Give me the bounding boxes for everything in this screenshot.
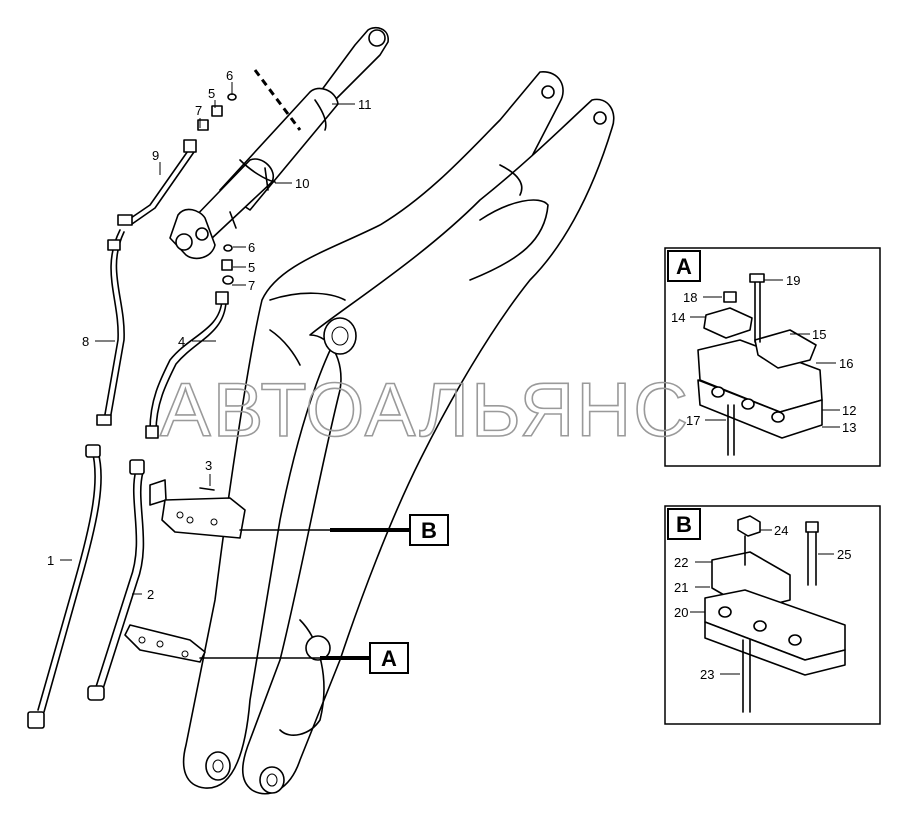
- callout-4: 4: [178, 334, 185, 349]
- detail-label-a-main: A: [369, 642, 409, 674]
- callout-15: 15: [812, 327, 826, 342]
- clamp-group-b: [149, 479, 246, 539]
- callout-22: 22: [674, 555, 688, 570]
- callout-1: 1: [47, 553, 54, 568]
- svg-text:A: A: [381, 646, 397, 671]
- callout-21: 21: [674, 580, 688, 595]
- callout-25: 25: [837, 547, 851, 562]
- callout-13: 13: [842, 420, 856, 435]
- watermark-text: АВТОАЛЬЯНС: [160, 368, 690, 453]
- clamp-group-a: [124, 624, 206, 663]
- callout-11: 11: [358, 97, 372, 112]
- callout-23: 23: [700, 667, 714, 682]
- callout-numbers: 1 2 3 4 5 5 6 6 7 7 8 9 10 11 12 13 14 1…: [47, 68, 856, 682]
- callout-20: 20: [674, 605, 688, 620]
- callout-7a: 7: [195, 103, 202, 118]
- callout-3: 3: [205, 458, 212, 473]
- callout-6a: 6: [226, 68, 233, 83]
- callout-10: 10: [295, 176, 309, 191]
- callout-16: 16: [839, 356, 853, 371]
- callout-18: 18: [683, 290, 697, 305]
- callout-6b: 6: [248, 240, 255, 255]
- callout-17: 17: [686, 413, 700, 428]
- callout-leaders: [60, 82, 840, 675]
- hydraulic-cylinder: [169, 26, 389, 260]
- callout-2: 2: [147, 587, 154, 602]
- detail-label-b-main: B: [409, 514, 449, 546]
- svg-text:B: B: [421, 518, 437, 543]
- callout-24: 24: [774, 523, 788, 538]
- callout-19: 19: [786, 273, 800, 288]
- callout-12: 12: [842, 403, 856, 418]
- callout-5b: 5: [248, 260, 255, 275]
- callout-14: 14: [671, 310, 685, 325]
- svg-text:B: B: [676, 512, 692, 537]
- boom-arm: [182, 71, 615, 795]
- pipes-and-hoses: [27, 93, 237, 729]
- callout-9: 9: [152, 148, 159, 163]
- inset-b: B: [664, 505, 881, 725]
- inset-a: A: [664, 247, 881, 467]
- callout-8: 8: [82, 334, 89, 349]
- svg-text:A: A: [676, 254, 692, 279]
- callout-5a: 5: [208, 86, 215, 101]
- callout-7b: 7: [248, 278, 255, 293]
